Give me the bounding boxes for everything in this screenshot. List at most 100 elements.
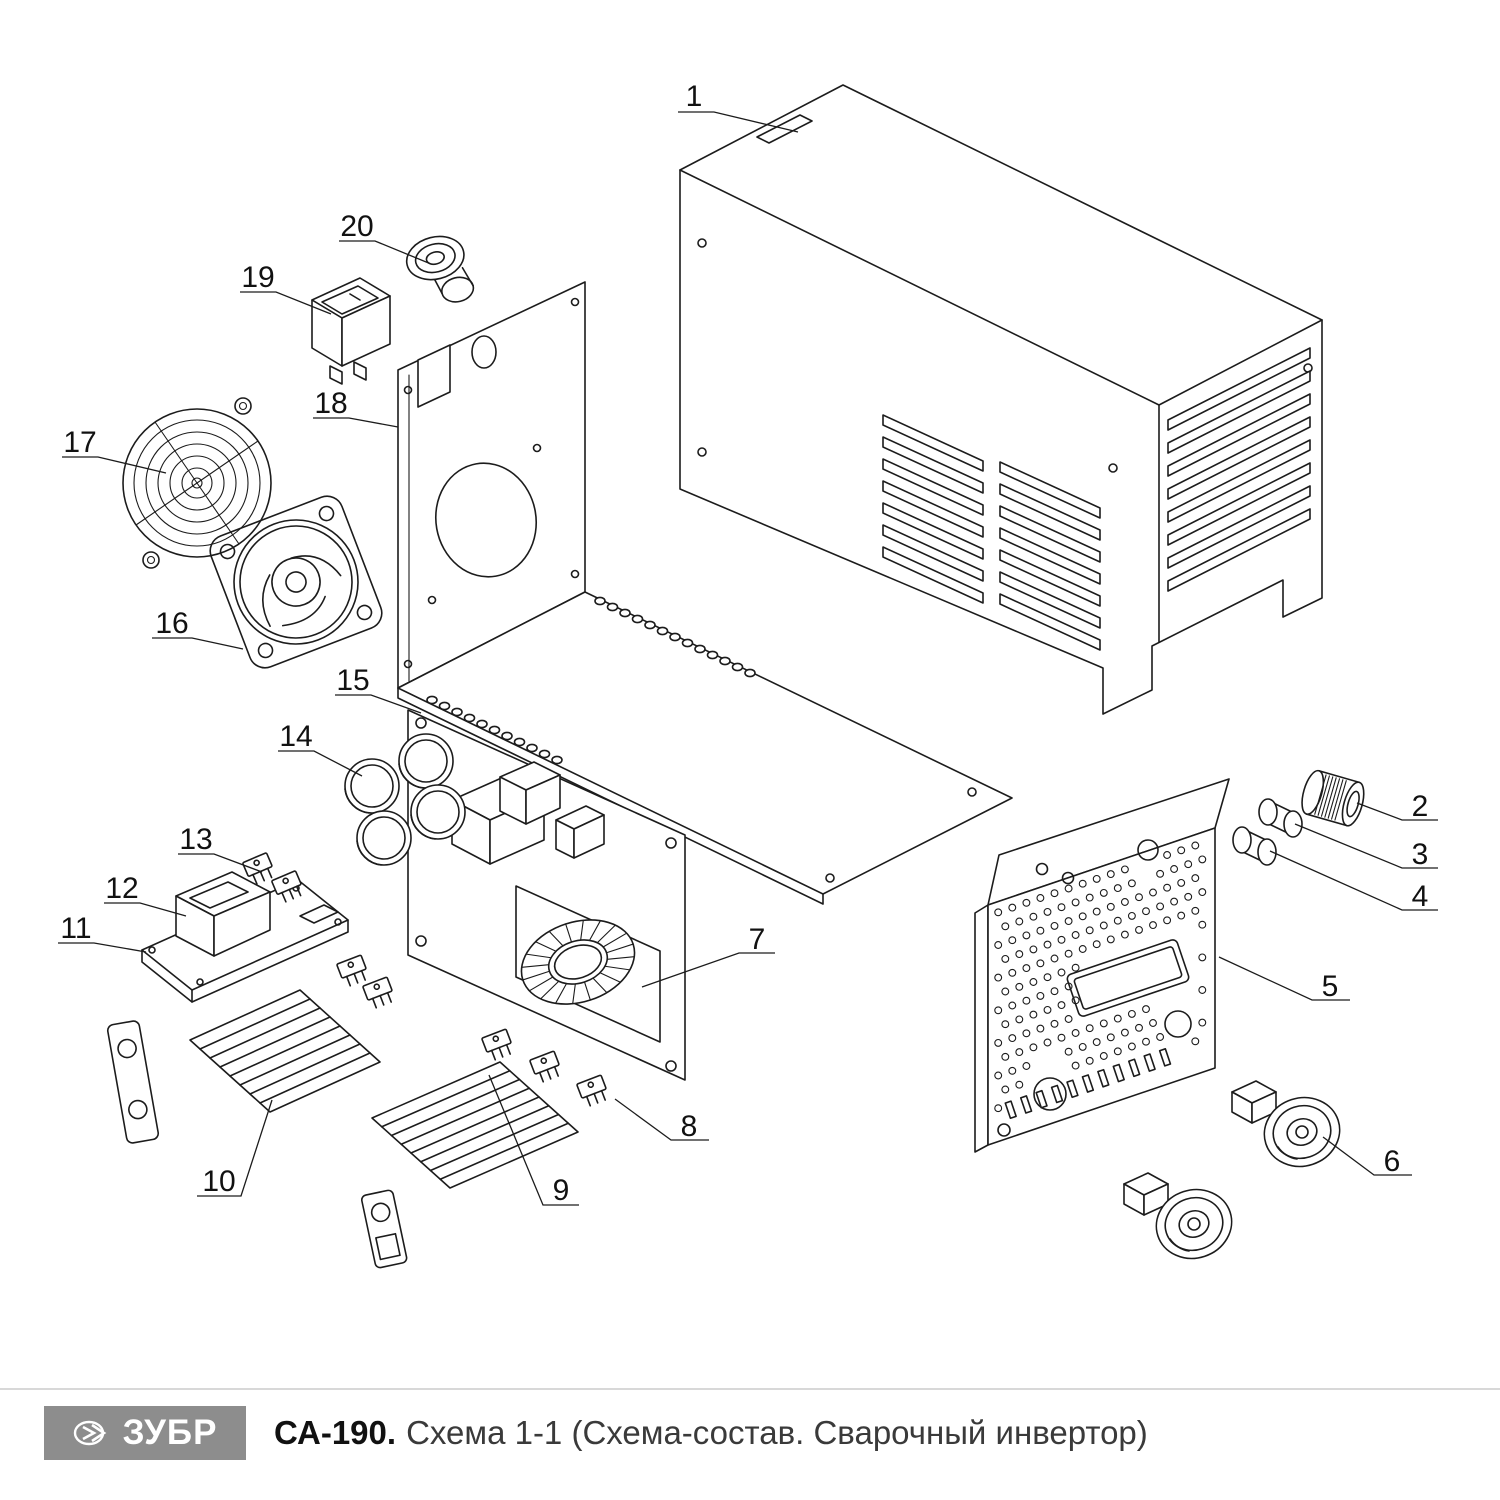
vent-bar	[1066, 1079, 1079, 1099]
mesh-hole	[1142, 907, 1150, 916]
vent-hole	[719, 656, 731, 666]
toroid-tooth	[522, 970, 551, 981]
mesh-hole	[1008, 1034, 1017, 1043]
fin	[219, 1016, 331, 1068]
callout-label-19: 19	[241, 261, 274, 294]
vent-hole	[488, 725, 501, 735]
mesh-hole	[1001, 987, 1010, 996]
callout-leader-16	[152, 637, 244, 650]
mesh-hole	[1184, 860, 1193, 869]
heatsink-10	[189, 989, 381, 1113]
mesh-hole	[1127, 1042, 1136, 1051]
mesh-hole	[1036, 1024, 1045, 1033]
mesh-hole	[1071, 963, 1080, 972]
vent-hole	[551, 755, 563, 765]
callout-leader-18	[313, 417, 399, 428]
fin	[209, 1007, 321, 1059]
mesh-hole	[1043, 940, 1052, 949]
mesh-hole	[1015, 982, 1024, 991]
mesh-hole	[1071, 1029, 1080, 1037]
callout-leader-1	[678, 111, 799, 133]
mesh-hole	[994, 908, 1003, 917]
mesh-hole	[1008, 968, 1017, 977]
vent-hole	[656, 626, 669, 636]
mesh-hole	[1191, 841, 1200, 850]
mesh-hole	[1156, 1033, 1165, 1041]
mesh-hole	[1008, 1066, 1017, 1075]
mesh-hole	[1106, 935, 1115, 944]
mesh-hole	[1191, 874, 1200, 883]
cooling-fan	[209, 495, 383, 669]
mesh-hole	[1163, 883, 1172, 892]
toroid-tooth	[588, 920, 601, 941]
callout-leader-4	[1269, 850, 1438, 911]
fin	[419, 1104, 550, 1163]
cap-3	[1258, 798, 1303, 838]
mesh-hole	[1113, 884, 1122, 893]
toroid-tooth	[521, 964, 550, 968]
mesh-hole	[1092, 907, 1101, 916]
toroid-tooth	[606, 956, 635, 960]
mesh-hole	[1057, 1001, 1066, 1010]
mesh-hole	[1149, 1019, 1157, 1027]
power-switch	[311, 277, 391, 385]
vent-bar	[1112, 1063, 1125, 1083]
mesh-hole	[1015, 950, 1024, 959]
mesh-hole	[1001, 1052, 1010, 1061]
mesh-hole	[1198, 953, 1207, 962]
mesh-hole	[1135, 893, 1143, 902]
mesh-hole	[1170, 865, 1179, 873]
mesh-hole	[1149, 921, 1157, 930]
mesh-hole	[1078, 1042, 1087, 1051]
callout-label-4: 4	[1412, 880, 1429, 913]
mesh-hole	[1085, 893, 1094, 902]
vent-hole	[744, 668, 756, 678]
toroid-inductor	[520, 919, 636, 1005]
callout-label-1: 1	[686, 80, 703, 113]
fin	[410, 1096, 540, 1154]
mesh-hole	[1022, 931, 1031, 940]
callout-label-20: 20	[340, 210, 373, 243]
mesh-hole	[1022, 1029, 1031, 1038]
mesh-hole	[1099, 1019, 1108, 1028]
callout-leader-7	[641, 952, 775, 988]
footer-divider	[0, 1388, 1500, 1390]
cap-4	[1232, 826, 1277, 866]
toroid-tooth	[583, 981, 591, 1001]
fan-opening	[434, 462, 538, 578]
callout-leader-3	[1294, 823, 1438, 869]
mesh-hole	[1015, 1048, 1024, 1057]
knurl-line	[1331, 779, 1344, 820]
mesh-hole	[1120, 930, 1129, 939]
callout-leader-15	[335, 694, 422, 714]
toroid-tooth	[604, 965, 631, 971]
callout-leader-17	[62, 456, 167, 474]
mesh-hole	[1057, 935, 1066, 944]
mesh-hole	[1184, 892, 1193, 901]
mesh-hole	[1127, 911, 1136, 920]
mesh-hole	[1043, 1038, 1052, 1047]
mesh-hole	[1170, 897, 1179, 906]
toroid-tooth	[599, 972, 621, 983]
callout-leader-8	[614, 1098, 709, 1141]
mesh-hole	[1191, 1037, 1200, 1046]
mesh-hole	[1064, 917, 1073, 926]
heatsink-9	[371, 1061, 579, 1189]
vent-hole	[619, 608, 631, 618]
mesh-hole	[1120, 865, 1129, 874]
vent-hole	[669, 632, 681, 642]
mounting-bracket-bottom	[360, 1189, 408, 1269]
display-window	[1066, 939, 1190, 1017]
mesh-hole	[1078, 912, 1087, 921]
toroid-tooth	[596, 924, 616, 944]
mesh-hole	[1156, 902, 1165, 911]
mesh-hole	[994, 1104, 1003, 1113]
mesh-hole	[1036, 926, 1045, 935]
callout-label-2: 2	[1412, 790, 1429, 823]
vent-hole	[681, 638, 694, 648]
mesh-hole	[1015, 1015, 1024, 1024]
mesh-hole	[1057, 903, 1066, 912]
mesh-hole	[1127, 1009, 1136, 1018]
mesh-hole	[1015, 917, 1024, 926]
mesh-hole	[1008, 903, 1017, 912]
